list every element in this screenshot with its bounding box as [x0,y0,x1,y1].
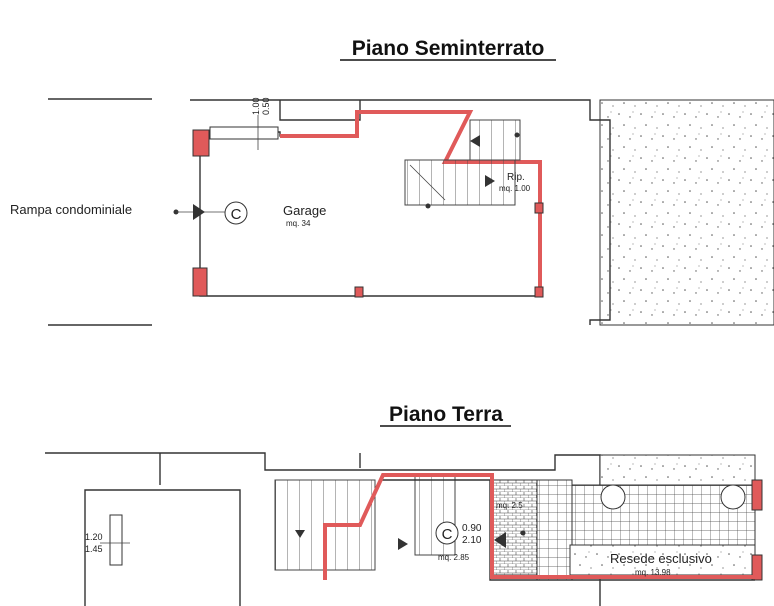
basement-plan: Piano Seminterrato 1.00 0.50 Rampa condo… [10,37,774,326]
basement-window [209,126,279,140]
garden-bed-top [599,454,756,486]
common-area-symbol [435,521,459,545]
exterior-gravel-area [599,99,774,326]
door-dim-2: 2.10 [462,535,482,546]
entry-paving [491,479,538,576]
door-dim-1: 0.90 [462,523,482,534]
common-area-symbol [224,201,248,225]
hall-area: mq. 2.85 [438,553,470,562]
yard-area: mq. 13.98 [635,568,671,577]
basement-stairs-lower [404,159,516,206]
plant-icon [600,484,626,510]
storage-area: mq. 1.00 [499,184,531,193]
basement-window-dim-1: 1.00 [251,97,261,115]
storage-label: Rip. [507,172,525,183]
svg-text:C: C [231,206,242,223]
ramp-label: Rampa condominiale [10,202,132,217]
entry-arrow-icon [494,532,506,548]
basement-title: Piano Seminterrato [352,37,545,60]
garage-label: Garage [283,203,326,218]
ground-window-dim-1: 1.20 [85,532,103,542]
plant-icon [720,484,746,510]
entry-arrow-icon [193,204,205,220]
ground-window-dim-2: 1.45 [85,544,103,554]
basement-window-dim-2: 0.50 [261,97,271,115]
svg-text:C: C [442,526,453,543]
ground-floor-plan: Piano Terra 1.20 1.45 C 0.90 2.10 mq. 2.… [45,403,763,606]
entry-area: mq. 2.5 [496,501,523,510]
garage-area: mq. 34 [286,219,311,228]
ground-window [109,514,123,566]
yard-label: Resede esclusivo [610,551,712,566]
ground-title: Piano Terra [389,403,503,426]
